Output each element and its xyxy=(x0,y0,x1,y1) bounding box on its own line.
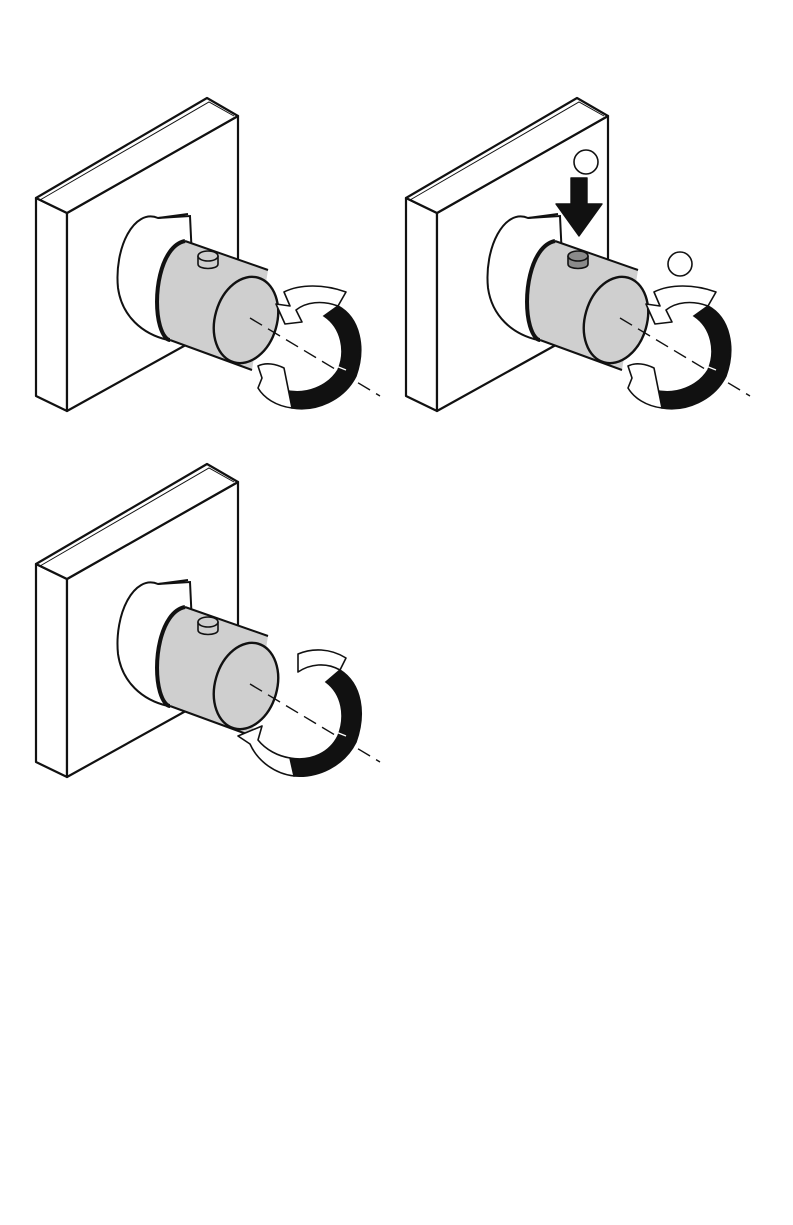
plate-side-face xyxy=(36,564,67,777)
arrow-ribbon-bottom xyxy=(628,364,662,408)
figure-1 xyxy=(0,78,390,438)
push-button-top xyxy=(198,617,218,627)
push-button-top xyxy=(568,251,588,261)
arrow-ribbon-bottom xyxy=(258,364,292,408)
push-button-top xyxy=(198,251,218,261)
arrow-ribbon-bottom xyxy=(238,726,294,776)
figure-3 xyxy=(0,444,390,804)
figure-svg xyxy=(0,444,390,804)
arrow-band xyxy=(290,670,361,776)
figure-svg xyxy=(0,78,390,438)
plate-side-face xyxy=(406,198,437,411)
figure-2 xyxy=(370,78,760,438)
push-button xyxy=(198,251,218,269)
step-marker-2 xyxy=(668,252,692,276)
push-button xyxy=(198,617,218,635)
push-button xyxy=(568,251,588,269)
step-marker-1 xyxy=(574,150,598,174)
arrow-ribbon-top xyxy=(298,650,346,672)
figure-svg xyxy=(370,78,760,438)
plate-side-face xyxy=(36,198,67,411)
